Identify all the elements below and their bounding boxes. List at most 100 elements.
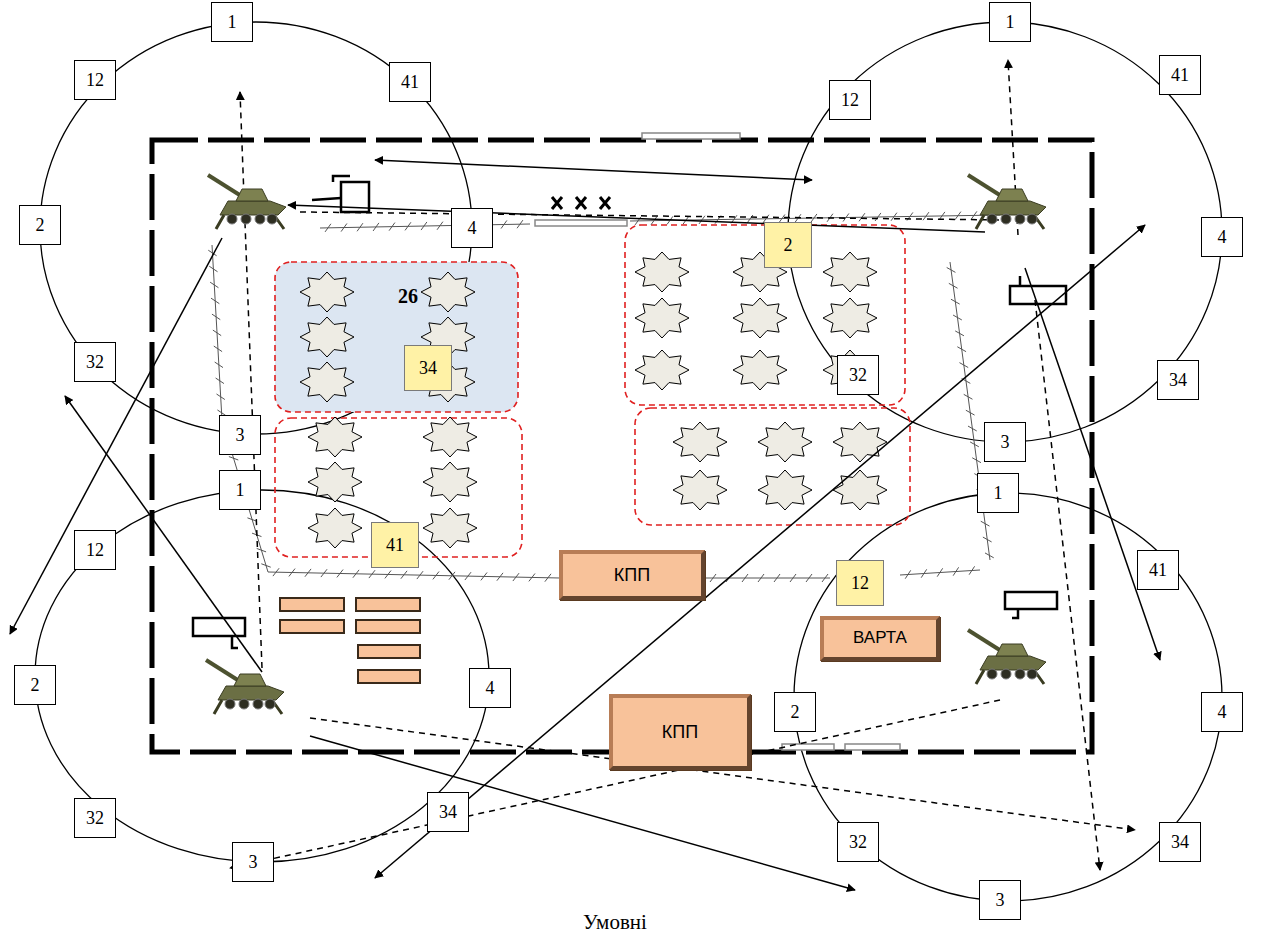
node-text: 1 (1006, 12, 1015, 33)
wire-barb (953, 315, 962, 320)
ammo-stack (635, 350, 689, 390)
highlight-number: 34 (404, 345, 452, 391)
wire-barb (373, 223, 379, 231)
ammo-stack (421, 272, 475, 312)
wire-barb (214, 346, 222, 352)
wire-barb (501, 220, 507, 228)
ammo-stack (635, 252, 689, 292)
wire-barb (417, 571, 423, 579)
wire-barb (968, 426, 977, 431)
zone-number: 2 (774, 692, 816, 732)
wire-barb (209, 266, 217, 272)
node-text: 4 (1218, 702, 1227, 723)
node-text: 32 (849, 832, 867, 853)
ammo-stack (823, 298, 877, 338)
checkpoint-box: КПП (559, 550, 705, 600)
ammo-stack (673, 470, 727, 510)
wire-barb (216, 378, 224, 384)
ammo-stack (300, 362, 354, 402)
ammo-stack (635, 298, 689, 338)
ammo-stack (300, 317, 354, 357)
ammo-stack (823, 252, 877, 292)
zone-number: 2 (14, 665, 56, 705)
node-text: 4 (486, 678, 495, 699)
wire-barb (921, 569, 926, 577)
guard-box: ВАРТА (820, 616, 940, 661)
zone-number: 4 (469, 668, 511, 708)
ammo-stack (308, 417, 362, 457)
wire-barb (213, 330, 221, 336)
wire-barb (949, 283, 958, 288)
fire-arrows (10, 60, 1160, 890)
ammo-stack (423, 462, 477, 502)
ammo-stack (673, 422, 727, 462)
wire-barb (257, 548, 266, 551)
wire-barb (273, 568, 279, 576)
zone-number: 4 (1201, 217, 1243, 257)
node-text: 34 (439, 802, 457, 823)
wire-barb (545, 574, 551, 582)
zone-number: 34 (1157, 360, 1199, 400)
wire-barb (959, 363, 968, 368)
wire-barb (405, 222, 411, 230)
ammo-stack (758, 470, 812, 510)
wire-barb (229, 457, 238, 460)
zone-number: 12 (74, 530, 116, 570)
node-text: 34 (419, 358, 437, 379)
wire-barb (497, 573, 503, 581)
zone-number: 4 (1201, 692, 1243, 732)
wire-barb (353, 570, 359, 578)
node-text: 1 (994, 483, 1003, 504)
zone-number: 41 (389, 62, 431, 102)
zone-number: 34 (427, 792, 469, 832)
wire-barb (970, 442, 979, 447)
ammo-stack (733, 298, 787, 338)
ammo-stack (833, 470, 887, 510)
wire-barb (971, 211, 977, 219)
wire-barb (357, 223, 363, 231)
storage-stacks (300, 252, 887, 548)
node-text: 1 (236, 480, 245, 501)
wire-barb (247, 518, 256, 521)
wire-barb (972, 458, 981, 463)
node-text: 3 (1001, 432, 1010, 453)
wire-barb (758, 574, 764, 582)
wire-barb (875, 213, 881, 221)
node-text: 12 (86, 540, 104, 561)
node-text: 41 (386, 535, 404, 556)
wire-barb (421, 222, 427, 230)
node-text: 32 (849, 365, 867, 386)
wire-barb (859, 213, 865, 221)
obstacle-crosses (552, 197, 610, 209)
barbed-wire (208, 211, 1000, 582)
wire-barb (964, 394, 973, 399)
wire-barb (955, 212, 961, 220)
highlight-number: 2 (764, 222, 812, 268)
zone-number: 32 (74, 342, 116, 382)
highlight-number: 12 (836, 560, 884, 606)
ammo-stack (423, 508, 477, 548)
node-text: 41 (401, 72, 419, 93)
artillery-gun (968, 175, 1046, 229)
zone-number: 3 (232, 842, 274, 882)
zone-number: 1 (211, 2, 253, 42)
wire-barb (465, 572, 471, 580)
wire-barb (966, 410, 975, 415)
zone-number: 1 (219, 470, 261, 510)
node-text: 2 (36, 215, 45, 236)
wire-barb (981, 521, 990, 526)
zone-number: 1 (977, 473, 1019, 513)
node-text: 12 (86, 70, 104, 91)
wire-barb (433, 572, 439, 580)
barracks (280, 598, 420, 683)
wire-barb (951, 299, 960, 304)
wire-barb (806, 574, 812, 582)
zone-number: 1 (989, 2, 1031, 42)
artillery-gun (206, 660, 284, 714)
wire-barb (211, 298, 219, 304)
wire-barb (774, 574, 780, 582)
wire-barb (529, 573, 535, 581)
wire-barb (401, 571, 407, 579)
ammo-stack (833, 422, 887, 462)
wire-barb (215, 362, 223, 368)
